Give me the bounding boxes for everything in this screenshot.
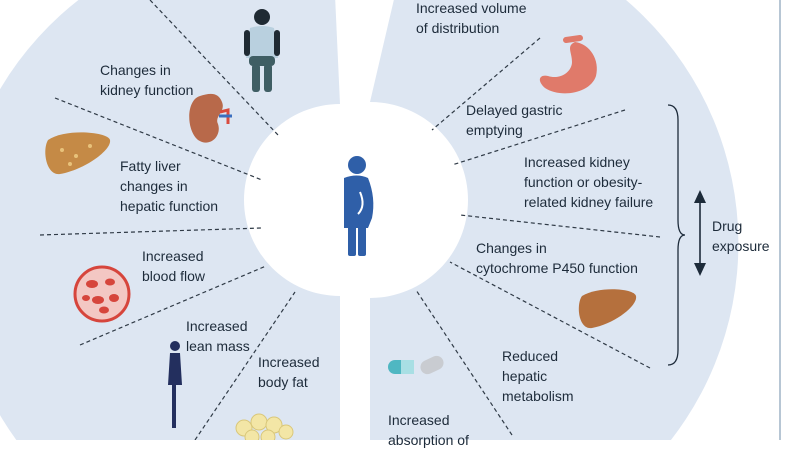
blood-cells-icon	[73, 265, 131, 323]
label-cytochrome: Changes in cytochrome P450 function	[476, 240, 638, 276]
double-arrow-icon	[694, 190, 706, 276]
label-kidney-function-right: Increased kidney function or obesity- re…	[524, 154, 654, 210]
capsule-icon	[388, 355, 444, 375]
left-half-disc	[0, 0, 340, 440]
liver-icon	[578, 289, 637, 329]
label-blood-flow: Increased blood flow	[142, 248, 206, 284]
label-volume-distribution: Increased volume of distribution	[416, 0, 527, 36]
right-half-disc	[370, 0, 739, 440]
stomach-icon	[539, 35, 597, 94]
label-body-fat: Increased body fat	[258, 354, 320, 390]
label-drug-exposure: Drug exposure	[712, 218, 770, 254]
fat-cells-icon	[235, 413, 294, 440]
label-gastric-emptying: Delayed gastric emptying	[466, 102, 563, 138]
kidney-icon	[189, 93, 232, 143]
diagram-stage: Changes in kidney function Fatty liver c…	[0, 0, 781, 448]
lean-body-icon	[168, 341, 182, 428]
label-lean-mass: Increased lean mass	[186, 318, 250, 354]
left-dividers	[39, 0, 296, 440]
diagram-svg	[0, 0, 781, 440]
label-absorption: Increased absorption of	[388, 412, 469, 448]
exposure-bracket	[667, 104, 686, 366]
label-kidney-function: Changes in kidney function	[100, 62, 194, 98]
center-person-icon	[344, 156, 374, 256]
label-hepatic-metabolism: Reduced hepatic metabolism	[502, 348, 574, 404]
liver-icon	[45, 132, 111, 175]
right-dividers	[415, 37, 661, 436]
person-silhouette-icon	[244, 9, 280, 92]
label-fatty-liver: Fatty liver changes in hepatic function	[120, 158, 219, 214]
disc-edge-mask	[0, 0, 79, 440]
